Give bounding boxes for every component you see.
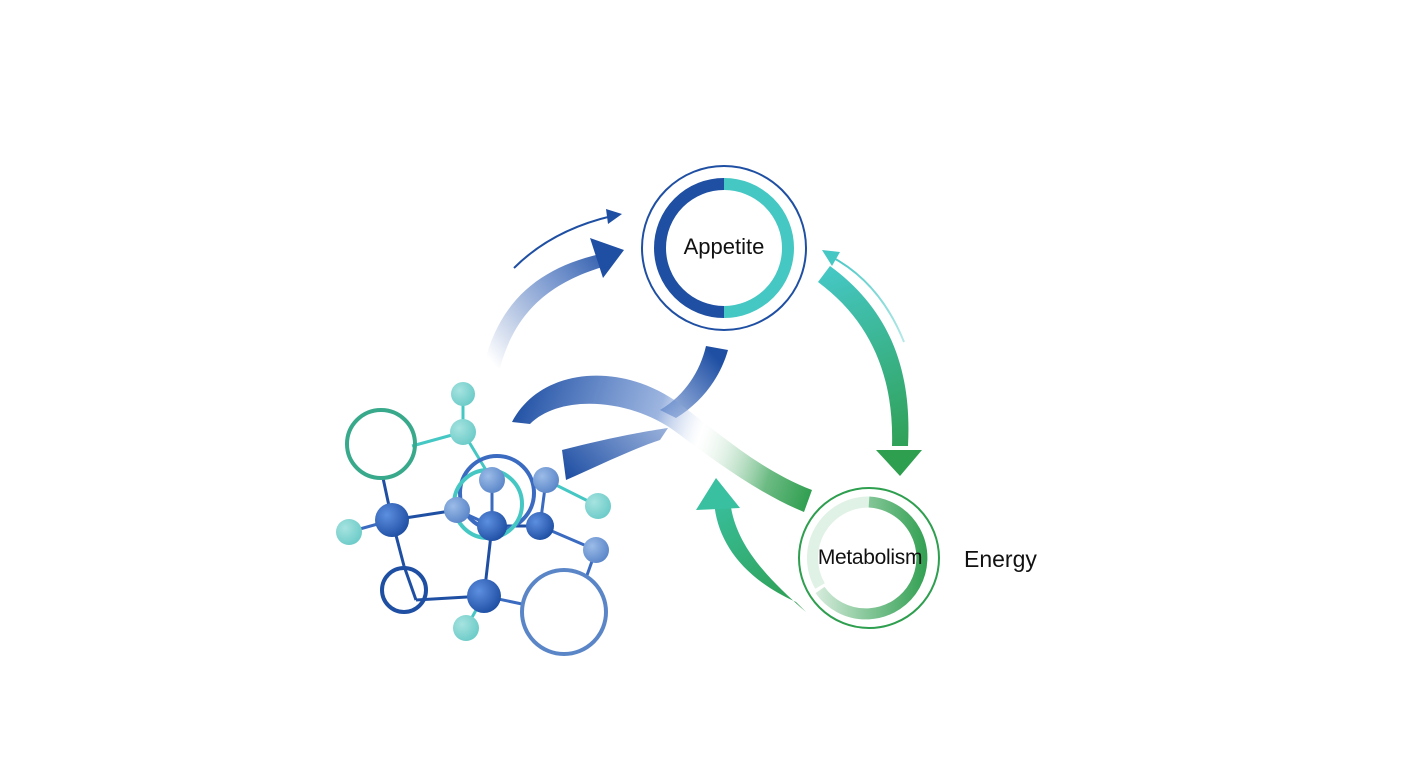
thin-arrow-to-appetite	[513, 215, 613, 269]
metabolism-ring-icon	[798, 487, 940, 629]
swoosh-lower	[562, 428, 668, 480]
cycle-arrows	[484, 209, 922, 612]
energy-label: Energy	[964, 546, 1037, 572]
broad-arrowhead-to-metabolism	[876, 450, 922, 476]
appetite-label: Appetite	[683, 234, 765, 259]
thin-arrowhead-to-appetite	[606, 209, 622, 224]
broad-arrow-to-metabolism	[818, 266, 909, 446]
molecule-network-icon	[336, 382, 611, 656]
swoosh-connector	[512, 375, 812, 512]
return-arrow-from-metabolism	[714, 500, 806, 612]
return-arrowhead	[696, 478, 740, 510]
thin-arrow-to-appetite-right	[829, 255, 905, 343]
metabolism-label: Metabolism	[817, 546, 923, 569]
stroke-from-appetite	[660, 346, 728, 418]
thin-arrowhead-right	[822, 250, 840, 266]
appetite-ring-icon	[641, 165, 807, 331]
broad-arrow-to-appetite	[484, 254, 606, 368]
broad-arrowhead-to-appetite	[590, 238, 624, 278]
